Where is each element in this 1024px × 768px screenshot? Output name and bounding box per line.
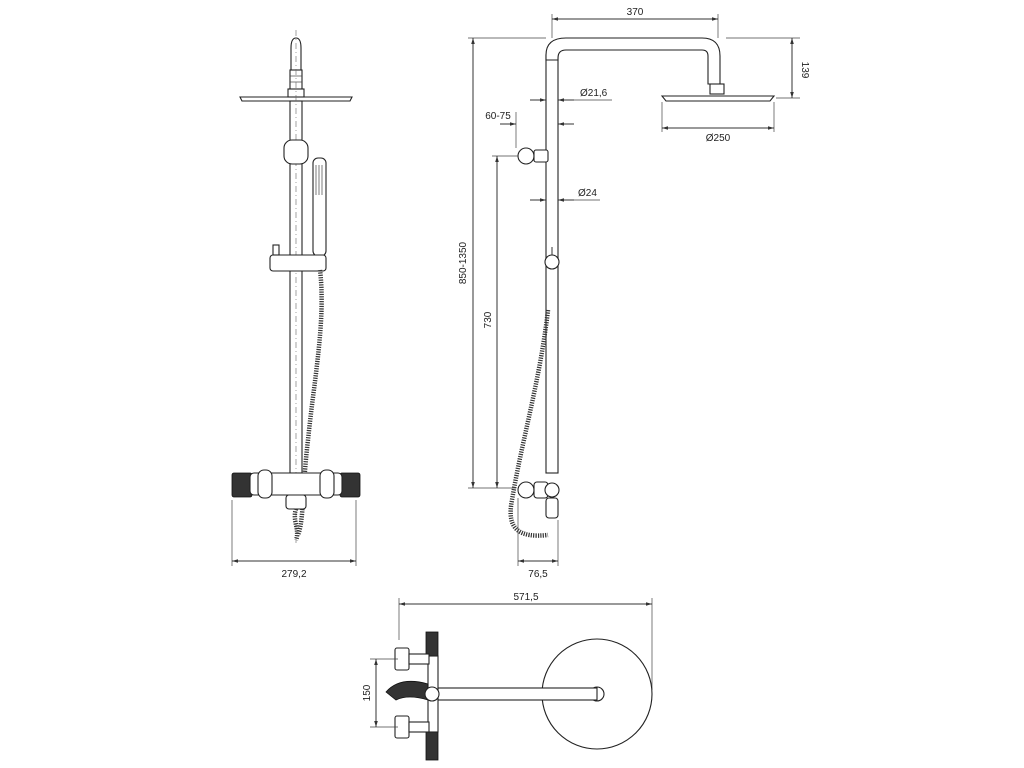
total-height-dim: 850-1350 <box>458 241 469 284</box>
top-view-length-dim: 571,5 <box>513 592 538 603</box>
head-diameter-dim: Ø250 <box>706 133 731 144</box>
head-height-dim: 139 <box>799 62 810 79</box>
front-width-dim: 279,2 <box>281 569 306 580</box>
wall-distance-dim: 60-75 <box>485 111 511 122</box>
front-view: 279,2 <box>231 30 361 580</box>
mixer-spacing-dim: 150 <box>362 684 373 701</box>
top-pipe-width-dim: 370 <box>627 7 644 18</box>
top-view: 571,5 150 <box>362 592 653 761</box>
slide-bar-length-dim: 730 <box>483 311 494 328</box>
depth-dim: 76,5 <box>528 569 548 580</box>
pipe-diameter-lower-dim: Ø24 <box>578 188 597 199</box>
pipe-diameter-upper-dim: Ø21,6 <box>580 88 608 99</box>
side-view: 370 139 Ø21,6 60-75 Ø250 Ø24 850-1350 <box>458 7 810 580</box>
